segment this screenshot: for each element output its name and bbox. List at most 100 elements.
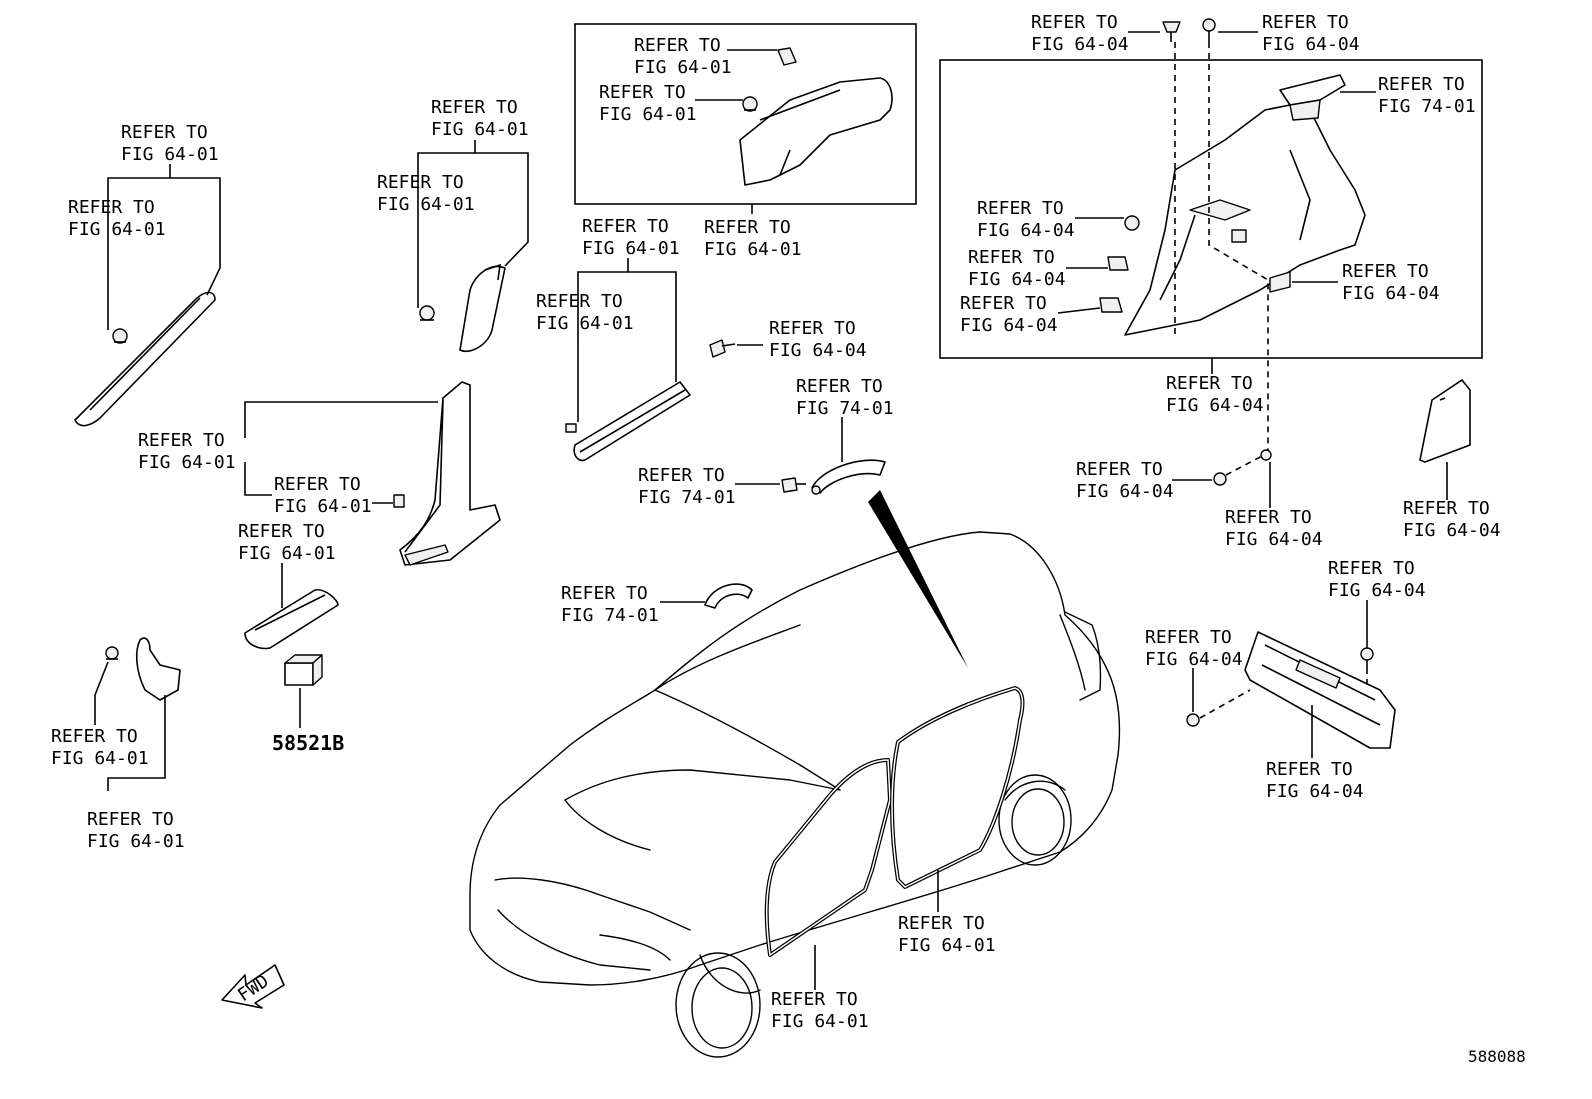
callout-label: REFER TO [599, 82, 686, 103]
callout-fig: FIG 64-01 [274, 496, 372, 517]
clip-part [1162, 21, 1181, 42]
callout-fig: FIG 64-04 [769, 340, 867, 361]
callout-label: REFER TO [87, 809, 174, 830]
callout-fig: FIG 64-01 [51, 748, 149, 769]
callout-fig: FIG 74-01 [638, 487, 736, 508]
callout-fig: FIG 64-04 [1145, 649, 1243, 670]
callout-fig: FIG 64-01 [377, 194, 475, 215]
rear-door-scuff-plate [573, 381, 691, 462]
diagram-id: 588088 [1468, 1047, 1526, 1066]
clip-part [1213, 472, 1227, 486]
callout-label: REFER TO [431, 97, 518, 118]
callout-fig: FIG 64-01 [582, 238, 680, 259]
center-pillar-upper-garnish [459, 263, 506, 352]
callout-label: REFER TO [1145, 627, 1232, 648]
front-door-weatherstrip [764, 758, 892, 957]
quarter-trim-panel [1419, 379, 1471, 463]
callout-label: REFER TO [68, 197, 155, 218]
callout-label: REFER TO [968, 247, 1055, 268]
vehicle-outline [469, 531, 1121, 1058]
assist-grip-lower [704, 583, 753, 609]
callout-fig: FIG 64-04 [1166, 395, 1264, 416]
callout-fig: FIG 64-04 [977, 220, 1075, 241]
center-pillar-lower-garnish [399, 381, 501, 566]
callout-label: REFER TO [704, 217, 791, 238]
callout-fig: FIG 64-01 [138, 452, 236, 473]
roof-side-inner-garnish [739, 77, 893, 186]
callout-label: REFER TO [769, 318, 856, 339]
callout-fig: FIG 64-01 [898, 935, 996, 956]
callout-fig: FIG 64-04 [1328, 580, 1426, 601]
screw-part [781, 477, 806, 493]
callout-label: REFER TO [1166, 373, 1253, 394]
callout-fig: FIG 64-01 [238, 543, 336, 564]
clip-part [393, 494, 405, 508]
callout-label: REFER TO [898, 913, 985, 934]
callout-label: REFER TO [561, 583, 648, 604]
deck-board-part [1279, 74, 1346, 121]
clip-part [105, 646, 119, 660]
callout-label: REFER TO [1328, 558, 1415, 579]
callout-fig: FIG 64-04 [1262, 34, 1360, 55]
callout-label: REFER TO [1378, 74, 1465, 95]
callout-fig: FIG 64-04 [1266, 781, 1364, 802]
back-panel-trim [1244, 631, 1396, 749]
callout-fig: FIG 64-01 [87, 831, 185, 852]
rear-door-weatherstrip [890, 686, 1025, 889]
callout-label: REFER TO [638, 465, 725, 486]
clip-part [1260, 449, 1272, 461]
callout-label: REFER TO [634, 35, 721, 56]
callout-label: REFER TO [1076, 459, 1163, 480]
callout-label: REFER TO [582, 216, 669, 237]
callout-fig: FIG 64-04 [968, 269, 1066, 290]
clip-part [1202, 18, 1216, 42]
callout-label: REFER TO [960, 293, 1047, 314]
callout-fig: FIG 64-01 [599, 104, 697, 125]
callout-label: REFER TO [274, 474, 361, 495]
callout-fig: FIG 64-01 [68, 219, 166, 240]
callout-fig: FIG 74-01 [561, 605, 659, 626]
callout-label: REFER TO [1225, 507, 1312, 528]
part-number-label: 58521B [272, 731, 344, 755]
clip-part [112, 328, 128, 344]
clip-part [1107, 256, 1129, 271]
callout-fig: FIG 64-01 [121, 144, 219, 165]
callout-fig: FIG 64-04 [1225, 529, 1323, 550]
clip-part [419, 305, 435, 321]
luggage-compartment-side-trim [1124, 104, 1366, 336]
callout-fig: FIG 64-04 [1403, 520, 1501, 541]
callout-label: REFER TO [1262, 12, 1349, 33]
callout-label: REFER TO [1031, 12, 1118, 33]
callout-label: REFER TO [796, 376, 883, 397]
cowl-side-trim [135, 637, 181, 701]
cap-part [1269, 271, 1291, 293]
callout-label: REFER TO [1342, 261, 1429, 282]
pointer-wedge [868, 490, 968, 668]
callout-fig: FIG 64-01 [704, 239, 802, 260]
callout-label: REFER TO [1403, 498, 1490, 519]
clip-part [1099, 297, 1123, 313]
front-pillar-garnish [74, 291, 216, 427]
bolt-part [709, 339, 736, 358]
callout-label: REFER TO [377, 172, 464, 193]
callout-fig: FIG 64-01 [431, 119, 529, 140]
front-door-scuff-plate [244, 589, 339, 650]
clip-part [1360, 647, 1374, 668]
fwd-arrow: FWD [221, 964, 285, 1009]
callout-fig: FIG 64-01 [634, 57, 732, 78]
inset-box-upper [574, 23, 917, 205]
part-58521b [284, 654, 323, 686]
callout-fig: FIG 64-01 [536, 313, 634, 334]
inset-box-right [939, 59, 1483, 359]
callout-fig: FIG 64-04 [1342, 283, 1440, 304]
callout-label: REFER TO [51, 726, 138, 747]
callout-label: REFER TO [138, 430, 225, 451]
assist-grip [811, 459, 886, 495]
clip-part [742, 96, 758, 112]
callout-label: REFER TO [238, 521, 325, 542]
clip-part [1124, 215, 1140, 231]
callout-fig: FIG 64-04 [960, 315, 1058, 336]
callout-fig: FIG 74-01 [1378, 96, 1476, 117]
callout-label: REFER TO [536, 291, 623, 312]
